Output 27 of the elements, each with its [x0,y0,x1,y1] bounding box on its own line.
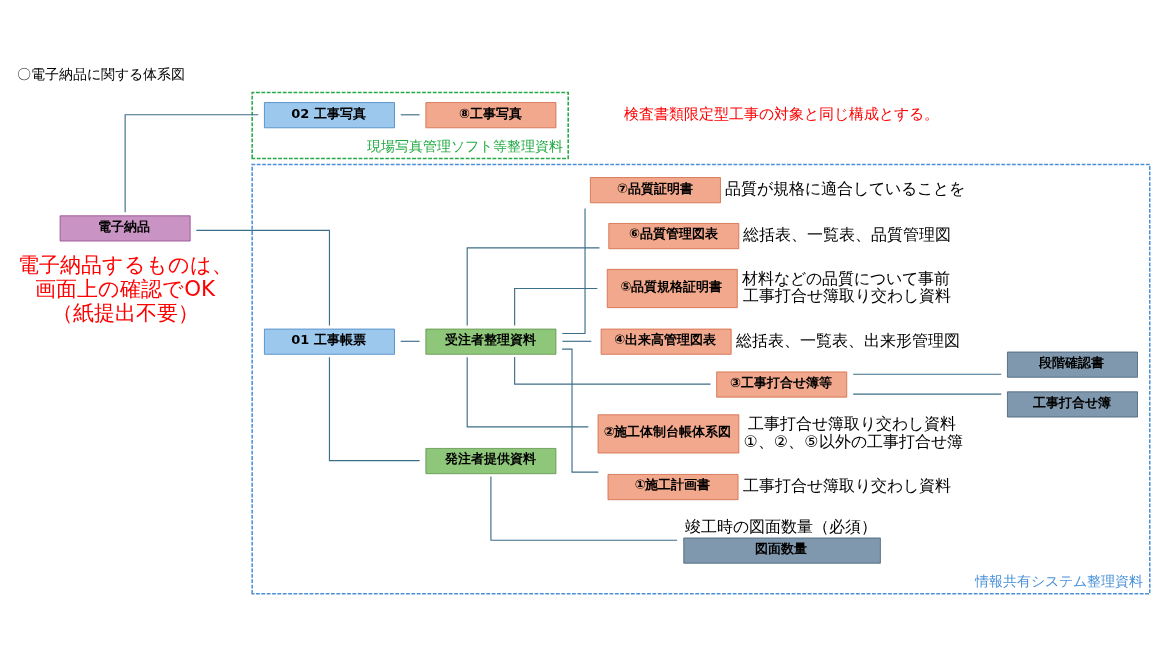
node-label: ①、②、⑤以外の工事打合せ簿 [743,431,963,451]
connector [852,373,1002,375]
connector [561,340,592,342]
connector [514,287,598,326]
node-label: 工事打合せ簿取り交わし資料 [748,413,957,433]
connector [124,113,259,213]
diagram-title: 〇電子納品に関する体系図 [17,65,186,82]
node-label: 品質が規格に適合していることを [725,178,966,198]
connector [328,356,421,461]
connector [561,348,599,473]
connector [514,355,712,385]
connector [466,246,600,326]
connector [852,393,1002,395]
connector [490,475,678,541]
label: 検査書類限定型工事の対象と同じ構成とする。 [624,104,940,123]
node-label: 総括表、一覧表、品質管理図 [743,224,952,244]
connector [400,340,421,342]
node-label: 工事打合せ簿取り交わし資料 [742,475,951,495]
connector [466,356,589,427]
connector [561,207,586,334]
label: 電子納品するものは、画面上の確認でOK（紙提出不要） [17,251,233,325]
node-label: 竣工時の図面数量（必須） [685,516,878,536]
node-label: 材料などの品質について事前 [741,268,950,288]
node-label: 工事打合せ簿取り交わし資料 [742,285,951,305]
connector [195,229,331,326]
connector [400,113,421,115]
node-label: 総括表、一覧表、出来形管理図 [735,330,960,350]
